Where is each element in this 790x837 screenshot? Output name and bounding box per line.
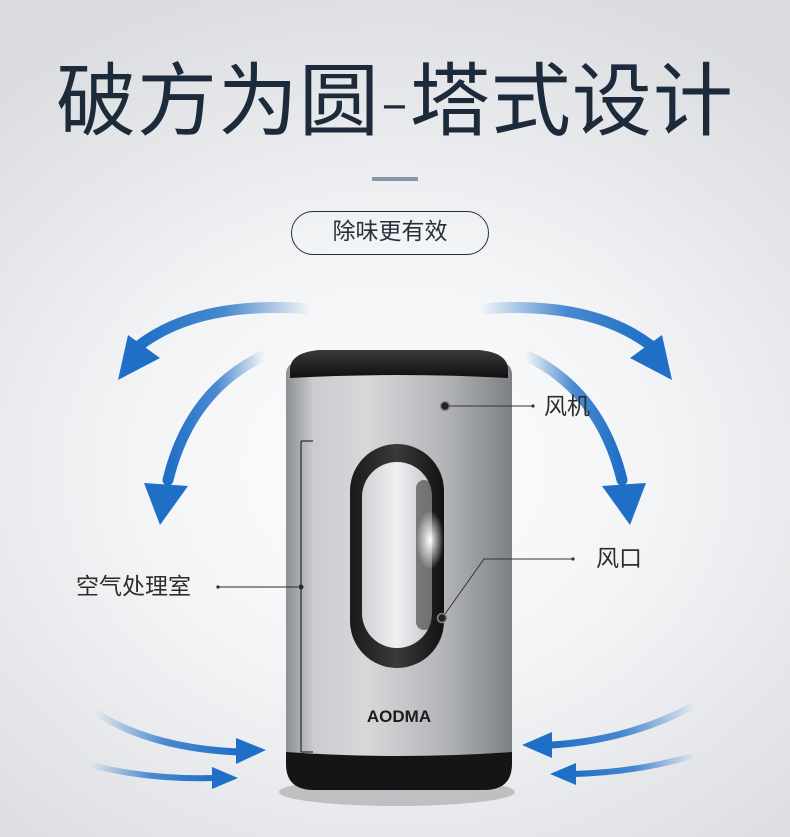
title-divider: [372, 177, 418, 181]
headline: 破方为圆-塔式设计: [56, 55, 734, 148]
callout-chamber-bracket: [216, 440, 313, 753]
label-fan: 风机: [544, 394, 590, 420]
airflow-arrow-top-left-outer: [118, 302, 316, 380]
callout-vent-leader: [436, 557, 575, 624]
airflow-arrow-bottom-right-2: [550, 752, 698, 785]
label-chamber: 空气处理室: [76, 574, 191, 600]
callout-fan-leader: [439, 400, 535, 412]
airflow-arrow-bottom-left-1: [91, 708, 266, 764]
device-brand-logo: AODMA: [367, 707, 431, 726]
airflow-arrow-bottom-left-2: [87, 762, 238, 789]
airflow-arrow-right-inner: [519, 349, 646, 525]
airflow-arrow-left-inner: [144, 349, 271, 525]
label-vent: 风口: [596, 546, 642, 572]
subheading-pill: 除味更有效: [291, 211, 489, 255]
airflow-arrow-bottom-right-1: [522, 701, 699, 758]
purifier-device: AODMA: [279, 350, 515, 806]
airflow-arrow-top-right-outer: [474, 302, 672, 380]
